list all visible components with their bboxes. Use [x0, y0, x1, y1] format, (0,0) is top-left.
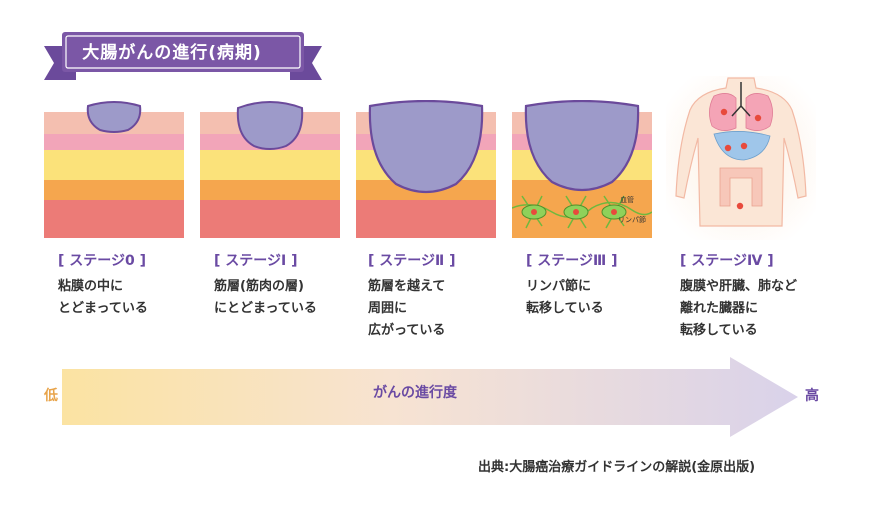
- stage-4-description: 腹膜や肝臓、肺など 離れた臓器に 転移している: [680, 279, 798, 338]
- progression-arrow: [62, 357, 798, 437]
- stage-2-label: [ ステージⅡ ]: [368, 253, 456, 269]
- low-label: 低: [44, 388, 58, 404]
- lymph-node-label: リンパ節: [618, 215, 646, 224]
- title-banner: [44, 32, 322, 80]
- stage-3-description: リンパ節に 転移している: [526, 279, 604, 316]
- stage-0-description: 粘膜の中に とどまっている: [58, 279, 148, 316]
- stage-0-illustration: [44, 101, 184, 238]
- stage-1-illustration: [200, 101, 340, 238]
- stage-4-illustration: [666, 76, 816, 240]
- stage-3-label: [ ステージⅢ ]: [526, 253, 618, 269]
- vessel-label: 血管: [620, 195, 634, 204]
- high-label: 高: [805, 388, 819, 404]
- progression-label: がんの進行度: [373, 385, 457, 401]
- stage-1-label: [ ステージⅠ ]: [214, 253, 298, 269]
- stage-2-description: 筋層を越えて 周囲に 広がっている: [368, 279, 446, 338]
- stage-1-description: 筋層(筋肉の層) にとどまっている: [214, 279, 317, 316]
- stage-4-label: [ ステージⅣ ]: [680, 253, 774, 269]
- stage-3-illustration: 血管 リンパ節: [512, 100, 652, 238]
- stage-2-illustration: [356, 100, 496, 238]
- page-title: 大腸がんの進行(病期): [82, 43, 262, 63]
- stage-0-label: [ ステージ0 ]: [58, 253, 147, 269]
- source-citation: 出典:大腸癌治療ガイドラインの解説(金原出版): [478, 460, 756, 475]
